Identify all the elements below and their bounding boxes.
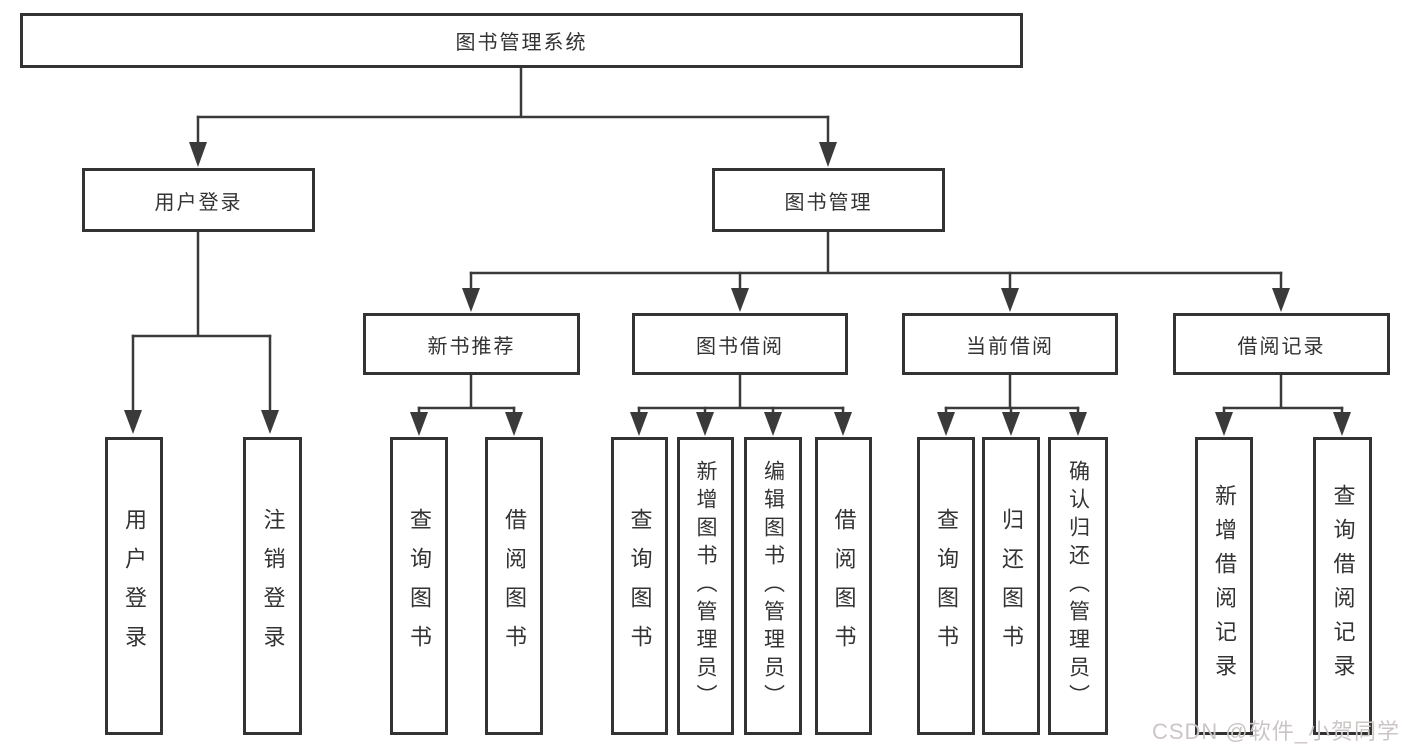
edge-newbook-trunk (417, 373, 516, 410)
edge-records-trunk (1222, 373, 1344, 410)
edge-arrow-shafts-l3 (469, 271, 1283, 294)
node-borrow-books-recommend: 借阅图书 (485, 437, 543, 735)
edge-bookmgmt-trunk (469, 230, 1283, 275)
edge-bookborrow-trunk (637, 373, 845, 410)
node-book-management: 图书管理 (712, 168, 945, 232)
edge-arrow-shafts-userlogin (131, 334, 272, 414)
node-library-management-system: 图书管理系统 (20, 13, 1023, 68)
node-book-borrowing: 图书借阅 (632, 313, 848, 375)
edge-arrow-shafts-bookborrow (637, 406, 845, 417)
node-borrow-books: 借阅图书 (815, 437, 872, 735)
csdn-watermark: CSDN @软件_小贺同学 (1151, 719, 1400, 744)
node-user-login-action: 用户登录 (105, 437, 163, 735)
edge-root-trunk (196, 66, 830, 119)
arrowheads (124, 142, 1351, 436)
node-borrowing-records: 借阅记录 (1173, 313, 1390, 375)
edge-currentborrow-trunk (944, 373, 1080, 410)
node-add-borrow-record: 新增借阅记录 (1195, 437, 1253, 735)
node-current-borrowing: 当前借阅 (902, 313, 1118, 375)
node-query-books-recommend: 查询图书 (390, 437, 448, 735)
node-new-book-recommend: 新书推荐 (363, 313, 580, 375)
edge-userlogin-trunk (131, 230, 272, 338)
edge-arrow-shafts-l2 (196, 115, 830, 146)
node-return-books: 归还图书 (982, 437, 1040, 735)
node-logout-action: 注销登录 (243, 437, 302, 735)
node-query-borrow-record: 查询借阅记录 (1313, 437, 1372, 735)
node-confirm-return-admin: 确认归还（管理员） (1048, 437, 1108, 735)
node-add-books-admin: 新增图书（管理员） (677, 437, 734, 735)
node-user-login: 用户登录 (82, 168, 315, 232)
node-edit-books-admin: 编辑图书（管理员） (744, 437, 802, 735)
node-query-books-borrowing: 查询图书 (611, 437, 668, 735)
node-query-books-current: 查询图书 (917, 437, 975, 735)
